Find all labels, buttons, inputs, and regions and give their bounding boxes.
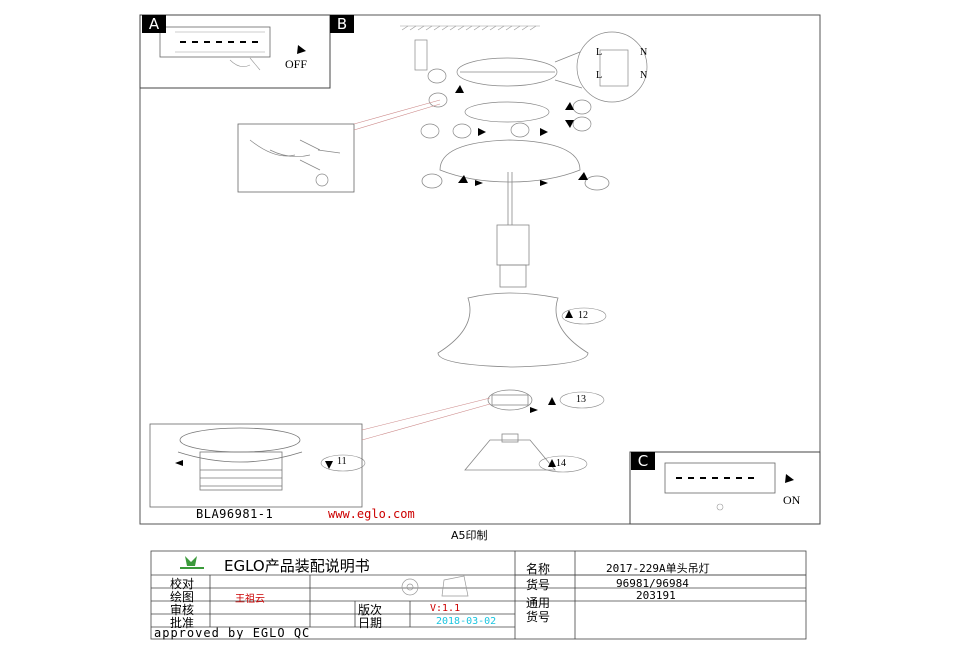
wire-n-label-1: N [640, 47, 648, 58]
common-value: 203191 [636, 589, 676, 602]
callout-13: 13 [576, 394, 586, 405]
date-value: 2018-03-02 [436, 616, 497, 627]
detail-inset-lampholder [149, 397, 491, 508]
projection-symbol-icon [401, 575, 469, 597]
arrow-icon [785, 474, 794, 483]
eglo-logo-icon [180, 556, 204, 569]
name-value: 2017-229A单头吊灯 [606, 562, 710, 575]
wire-l-label-1: L [596, 47, 603, 58]
detail-inset-screw [237, 99, 441, 193]
row-label-approve: 批准 [170, 616, 195, 630]
document-title: EGLO产品装配说明书 [224, 557, 370, 575]
print-note: A5印制 [451, 529, 488, 542]
callout-14: 14 [556, 458, 566, 469]
detail-box-c [629, 451, 821, 525]
drawing-code: BLA96981-1 [196, 507, 274, 521]
box-b-tag: B [330, 15, 354, 33]
callout-12: 12 [578, 310, 588, 321]
detail-box-a [139, 14, 331, 89]
website-text: www.eglo.com [328, 507, 415, 521]
arrow-icon [455, 85, 464, 93]
version-label: 版次 [358, 603, 383, 617]
name-label: 名称 [526, 562, 551, 576]
row-label-drawn: 绘图 [170, 590, 195, 604]
callout-11: 11 [337, 456, 347, 467]
drawing-border [139, 14, 821, 525]
approved-text: approved by EGLO QC [154, 626, 311, 640]
wire-l-label-2: L [596, 70, 603, 81]
switch-off-label: OFF [285, 57, 308, 71]
canopy-dome [421, 139, 610, 471]
drawn-by-value: 王祖云 [235, 594, 265, 605]
switch-on-label: ON [783, 493, 801, 507]
common-label: 通用 [526, 596, 551, 610]
date-label: 日期 [358, 616, 383, 630]
common-label-2: 货号 [526, 610, 551, 624]
row-label-review: 审核 [170, 603, 195, 617]
wire-n-label-2: N [640, 70, 648, 81]
box-a-tag: A [142, 15, 166, 33]
box-c-tag: C [631, 452, 655, 470]
ceiling-hatch [400, 25, 540, 31]
arrow-icon [297, 45, 306, 54]
item-value: 96981/96984 [616, 577, 689, 590]
canopy-parts [414, 31, 648, 139]
item-label: 货号 [526, 578, 551, 592]
version-value: V:1.1 [430, 603, 461, 614]
title-block-grid [150, 550, 807, 640]
row-label-check: 校对 [170, 577, 195, 591]
